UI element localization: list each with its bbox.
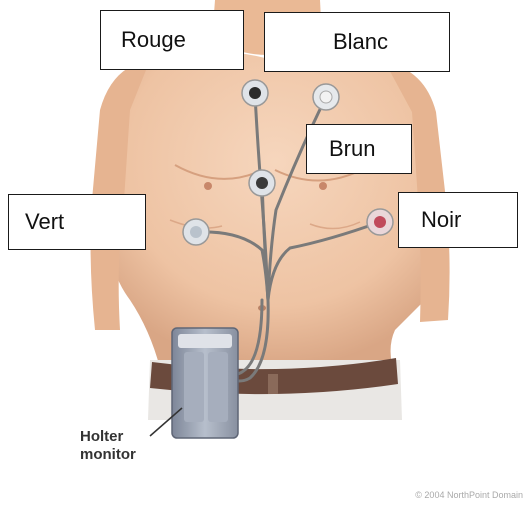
label-rouge-text: Rouge — [121, 27, 186, 53]
label-blanc-text: Blanc — [333, 29, 388, 55]
holter-label-line2: monitor — [80, 446, 136, 463]
holter-label-line1: Holter — [80, 428, 123, 445]
label-noir: Noir — [398, 192, 518, 248]
label-rouge: Rouge — [100, 10, 244, 70]
electrode-brun — [249, 170, 275, 196]
label-vert: Vert — [8, 194, 146, 250]
label-noir-text: Noir — [421, 207, 461, 233]
electrode-noir — [367, 209, 393, 235]
label-vert-text: Vert — [25, 209, 64, 235]
label-brun-text: Brun — [329, 136, 375, 162]
electrode-blanc — [313, 84, 339, 110]
label-brun: Brun — [306, 124, 412, 174]
nipple-right — [319, 182, 327, 190]
electrode-rouge — [242, 80, 268, 106]
belt-loop — [268, 374, 278, 394]
nipple-left — [204, 182, 212, 190]
copyright-notice: © 2004 NorthPoint Domain — [415, 490, 523, 500]
electrode-vert — [183, 219, 209, 245]
holter-monitor-device — [172, 328, 238, 438]
label-blanc: Blanc — [264, 12, 450, 72]
